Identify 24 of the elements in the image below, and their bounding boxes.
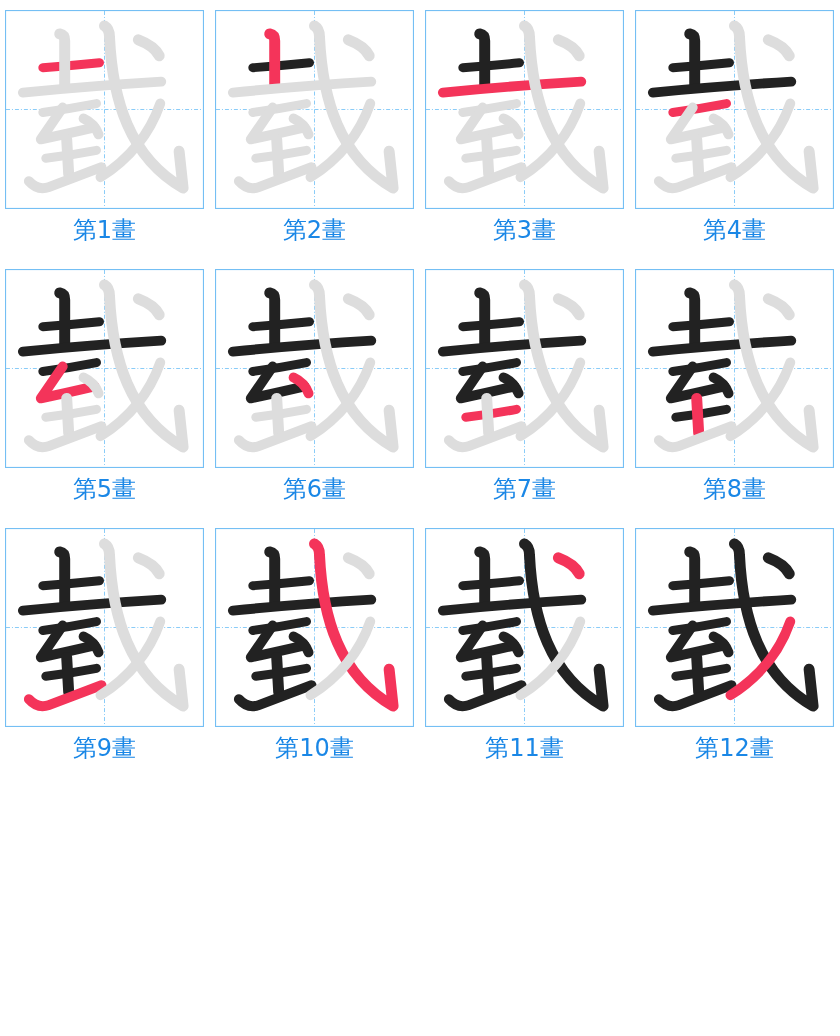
stroke-order-picture	[5, 10, 204, 209]
stroke-order-picture	[635, 269, 834, 468]
stroke-number-caption: 第9畫	[72, 734, 137, 762]
stroke-number-caption: 第10畫	[275, 734, 354, 762]
stroke-number-caption: 第5畫	[72, 475, 137, 503]
stroke-order-picture	[5, 269, 204, 468]
stroke-order-picture	[425, 10, 624, 209]
stroke-number-caption: 第1畫	[72, 216, 137, 244]
stroke-order-picture	[215, 10, 414, 209]
stroke-number-caption: 第3畫	[492, 216, 557, 244]
stroke-number-caption: 第2畫	[282, 216, 347, 244]
stroke-order-picture	[425, 528, 624, 727]
stroke-number-caption: 第11畫	[485, 734, 564, 762]
stroke-number-caption: 第6畫	[282, 475, 347, 503]
stroke-order-picture	[215, 528, 414, 727]
stroke-number-caption: 第8畫	[702, 475, 767, 503]
stroke-number-caption: 第7畫	[492, 475, 557, 503]
stroke-order-picture	[5, 528, 204, 727]
stroke-number-caption: 第4畫	[702, 216, 767, 244]
stroke-order-picture	[215, 269, 414, 468]
stroke-order-picture	[425, 269, 624, 468]
stroke-number-caption: 第12畫	[695, 734, 774, 762]
stroke-order-picture	[635, 10, 834, 209]
stroke-order-picture	[635, 528, 834, 727]
